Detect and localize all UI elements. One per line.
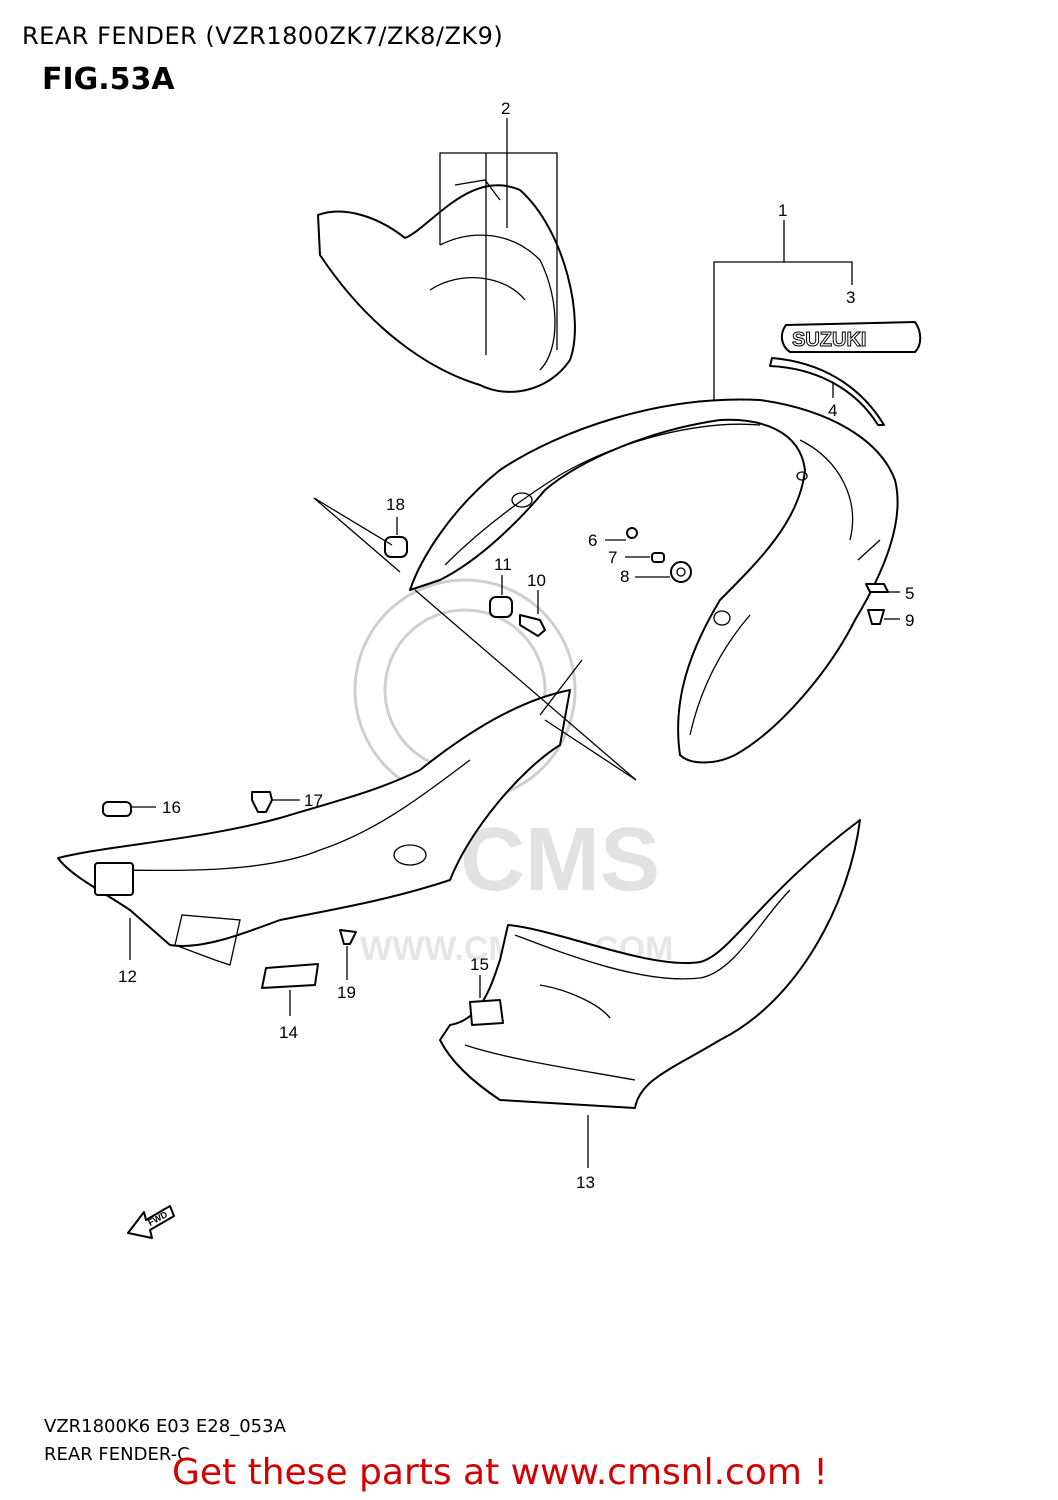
part-10-bolt [519, 590, 546, 637]
part-8-cushion [635, 561, 692, 583]
part-5-nut [865, 583, 900, 593]
callout-15: 15 [470, 955, 489, 974]
promo-link[interactable]: Get these parts at www.cmsnl.com ! [172, 1452, 828, 1493]
part-3-suzuki-decal: SUZUKI [780, 321, 922, 353]
part-19-screw [339, 929, 357, 980]
part-4-trim-strip [769, 357, 885, 426]
callout-6: 6 [588, 531, 597, 550]
forward-direction-arrow: FWD [127, 1205, 175, 1239]
decal-text: SUZUKI [792, 329, 866, 351]
part-11-rubber-cushion [489, 575, 513, 618]
callout-18: 18 [386, 495, 405, 514]
callout-3: 3 [846, 288, 855, 307]
part-12-side-cover [57, 689, 571, 966]
callout-17: 17 [304, 791, 323, 810]
figure-number: FIG.53A [42, 62, 175, 97]
part-2-seat-cowl [317, 179, 576, 393]
callout-14: 14 [279, 1023, 298, 1042]
watermark-brand: CMS [460, 810, 660, 910]
part-18-grommet [384, 517, 408, 558]
callout-5: 5 [905, 584, 914, 603]
callout-1-lines [713, 220, 853, 400]
callout-10: 10 [527, 571, 546, 590]
callout-13: 13 [576, 1173, 595, 1192]
callout-1: 1 [778, 201, 787, 220]
callout-11: 11 [494, 555, 512, 574]
part-15-pad [469, 975, 504, 1026]
callout-16: 16 [162, 798, 181, 817]
part-16-grommet [102, 801, 156, 817]
part-9-screw [867, 609, 900, 625]
callout-4: 4 [828, 401, 837, 420]
diagram-caption: REAR FENDER-C [44, 1444, 190, 1465]
part-1-rear-fender [409, 398, 899, 764]
callout-2: 2 [501, 99, 510, 118]
callout-8: 8 [620, 567, 629, 586]
part-17-clip [251, 791, 300, 813]
part-13-side-cover [439, 819, 861, 1168]
model-code: VZR1800K6 E03 E28_053A [44, 1416, 286, 1437]
callout-19: 19 [337, 983, 356, 1002]
callout-9: 9 [905, 611, 914, 630]
callout-12: 12 [118, 967, 137, 986]
part-7-collar [625, 552, 665, 563]
callout-2-lines [439, 118, 558, 355]
callout-7: 7 [608, 548, 617, 567]
part-6-bolt [605, 527, 638, 541]
part-14-pad [261, 963, 319, 1016]
assembly-guide-lines [313, 497, 881, 781]
diagram-header-title: REAR FENDER (VZR1800ZK7/ZK8/ZK9) [22, 22, 504, 50]
